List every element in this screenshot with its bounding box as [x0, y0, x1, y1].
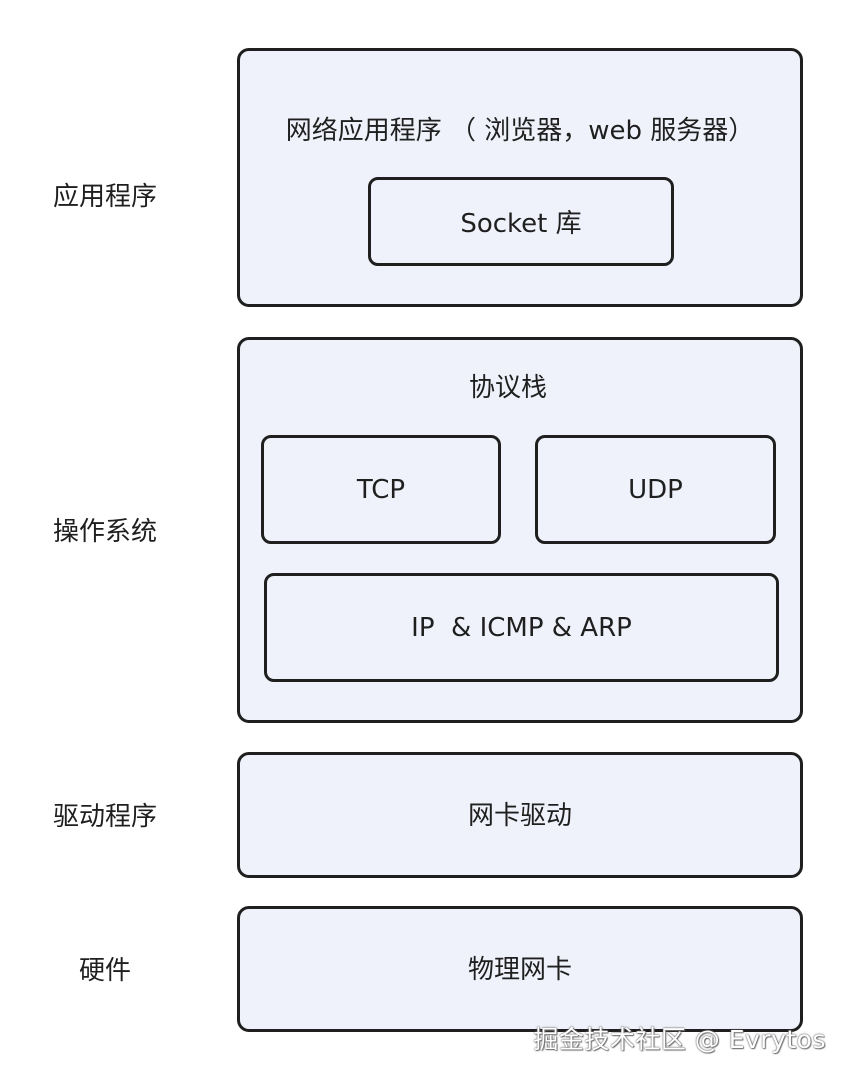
physical-nic-label: 物理网卡 — [467, 955, 572, 985]
label-hardware-layer: 硬件 — [78, 956, 131, 986]
protocol-stack-title: 协议栈 — [468, 373, 547, 403]
label-application-layer: 应用程序 — [52, 182, 157, 212]
udp-label: UDP — [628, 474, 683, 505]
tcp-label: TCP — [356, 474, 406, 505]
ip-icmp-arp-box: IP & ICMP & ARP — [264, 573, 779, 682]
physical-nic-box: 物理网卡 — [237, 906, 803, 1032]
udp-box: UDP — [535, 435, 776, 544]
nic-driver-box: 网卡驱动 — [237, 752, 803, 878]
nic-driver-label: 网卡驱动 — [467, 801, 572, 831]
label-driver-layer: 驱动程序 — [52, 802, 157, 832]
label-os-layer: 操作系统 — [52, 517, 157, 547]
network-application-title: 网络应用程序 （ 浏览器，web 服务器） — [285, 116, 755, 146]
watermark-text: 掘金技术社区 @ Evrytos — [533, 1025, 826, 1054]
socket-library-box: Socket 库 — [368, 177, 674, 266]
application-box: 网络应用程序 （ 浏览器，web 服务器） Socket 库 — [237, 48, 803, 307]
tcp-box: TCP — [261, 435, 501, 544]
ip-icmp-arp-label: IP & ICMP & ARP — [411, 612, 632, 643]
protocol-stack-box: 协议栈 TCP UDP IP & ICMP & ARP — [237, 337, 803, 723]
socket-library-label: Socket 库 — [460, 209, 582, 239]
